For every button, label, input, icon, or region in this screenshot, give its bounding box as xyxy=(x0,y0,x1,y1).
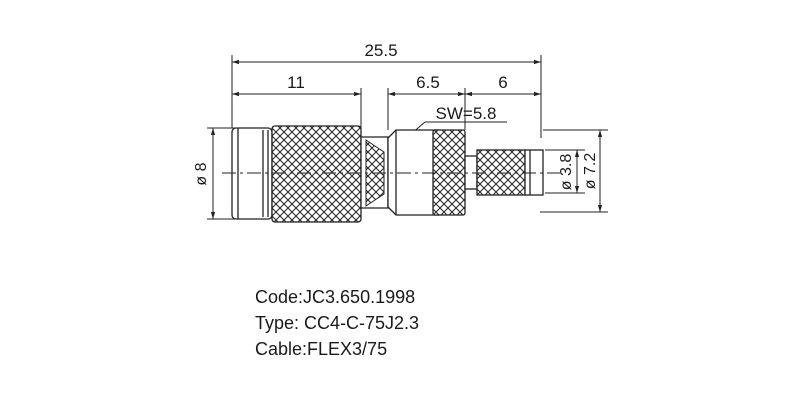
product-cable: Cable:FLEX3/75 xyxy=(255,339,388,359)
dim-cable-dia-label: ø 3.8 xyxy=(558,154,575,191)
product-type: Type: CC4-C-75J2.3 xyxy=(255,313,420,333)
dimension-lines xyxy=(210,59,603,219)
dim-mid-label: 6.5 xyxy=(416,73,440,92)
dim-crimp-dia-label: ø 7.2 xyxy=(582,153,599,190)
dim-right-label: 6 xyxy=(498,73,507,92)
dim-left-label: 11 xyxy=(287,73,305,92)
dim-body-dia-label: ø 8 xyxy=(193,162,210,185)
knurled-nut xyxy=(271,125,362,223)
wrench-size-label: SW=5.8 xyxy=(436,104,497,123)
product-code: Code:JC3.650.1998 xyxy=(255,287,416,307)
connector-body xyxy=(231,125,544,223)
product-info: Code:JC3.650.1998 Type: CC4-C-75J2.3 Cab… xyxy=(255,284,419,362)
dim-overall-label: 25.5 xyxy=(364,41,397,60)
